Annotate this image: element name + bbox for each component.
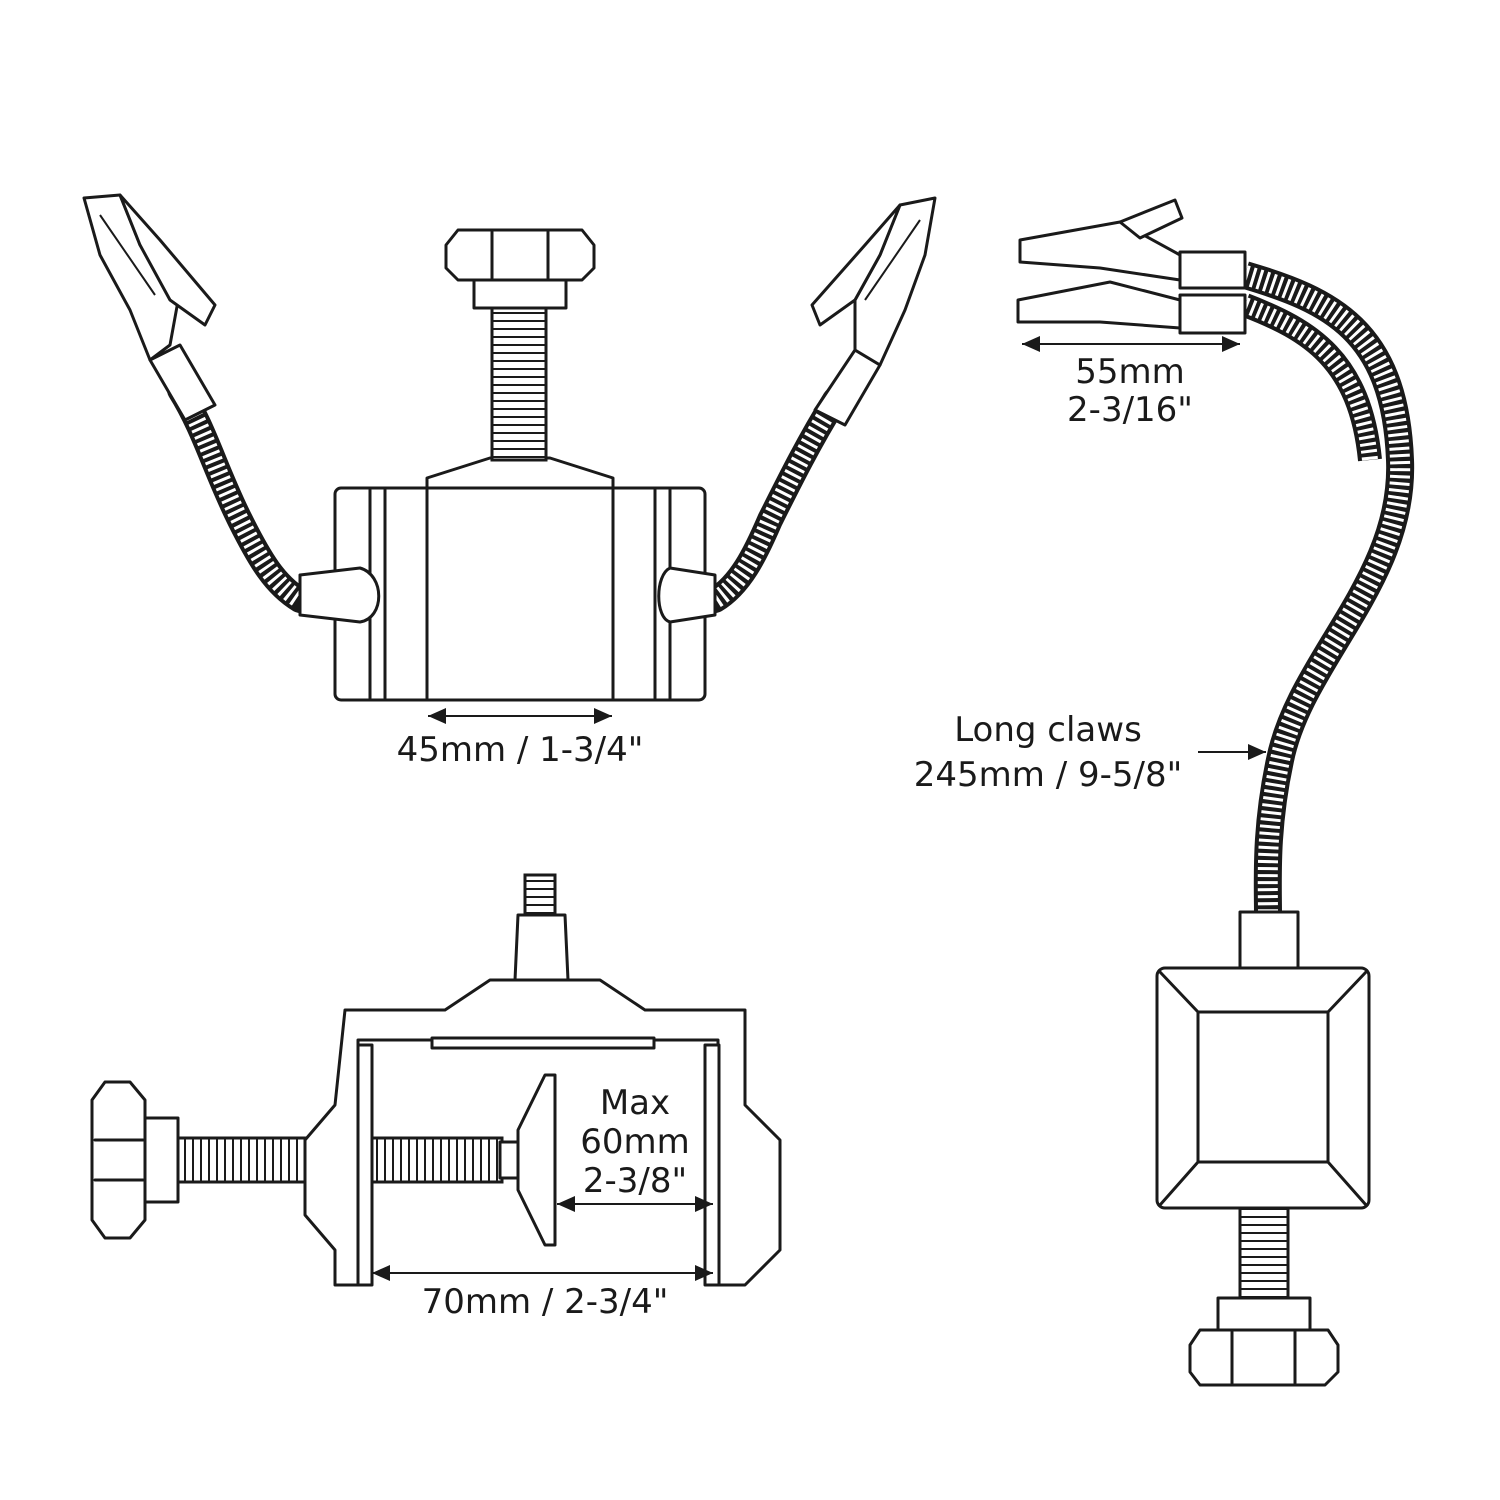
left-gooseneck-hose bbox=[167, 377, 313, 613]
claws-length-label: 245mm / 9-5/8" bbox=[913, 755, 1183, 795]
jaw-width-label: 70mm / 2-3/4" bbox=[421, 1282, 669, 1322]
right-alligator-clip bbox=[810, 196, 937, 427]
max-label: Max bbox=[599, 1083, 671, 1123]
left-alligator-clip bbox=[82, 193, 217, 422]
front-view-clamp bbox=[82, 193, 937, 702]
max-in-label: 2-3/8" bbox=[582, 1161, 688, 1201]
max-mm-label: 60mm bbox=[580, 1122, 690, 1162]
upper-alligator-clip bbox=[1018, 198, 1247, 290]
clip-length-mm-label: 55mm bbox=[1075, 352, 1185, 392]
jaw-view-clamp bbox=[90, 873, 782, 1287]
side-view-clamp bbox=[1016, 198, 1415, 1387]
right-gooseneck-hose bbox=[702, 387, 848, 613]
width-top-label: 45mm / 1-3/4" bbox=[396, 730, 644, 770]
claws-title-label: Long claws bbox=[954, 710, 1142, 750]
clip-length-in-label: 2-3/16" bbox=[1067, 390, 1193, 430]
lower-alligator-clip bbox=[1016, 280, 1247, 335]
